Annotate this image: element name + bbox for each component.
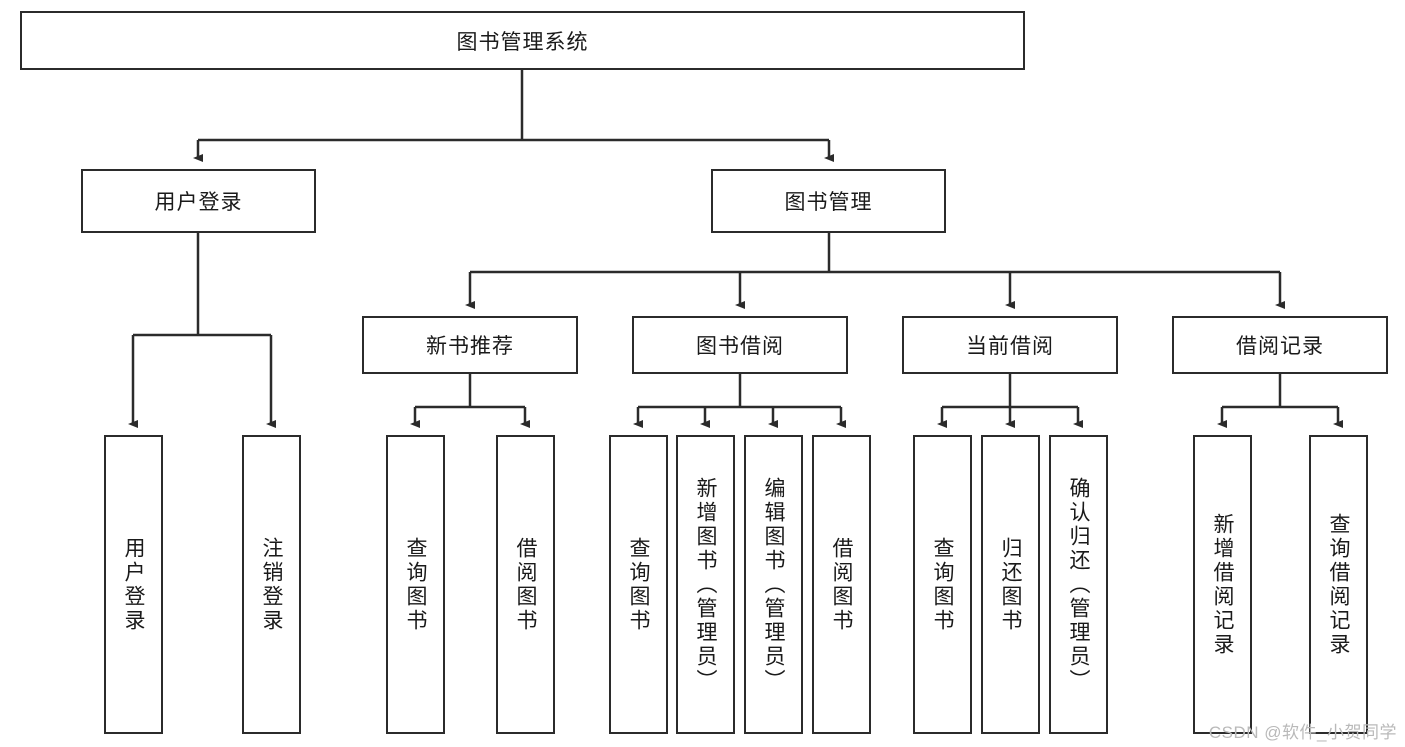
leaf-borrow-book-new[interactable]: 借阅图书 (496, 435, 555, 734)
node-label: 借阅记录 (1236, 335, 1324, 358)
leaf-query-book-new[interactable]: 查询图书 (386, 435, 445, 734)
leaf-borrow-book[interactable]: 借阅图书 (812, 435, 871, 734)
node-label: 用户登录 (154, 191, 243, 214)
node-book-management[interactable]: 图书管理 (711, 169, 946, 233)
node-label: 图书借阅 (696, 335, 784, 358)
node-label: 确认归还（管理员） (1067, 476, 1090, 693)
leaf-query-book-borrowing[interactable]: 查询图书 (609, 435, 668, 734)
node-label: 注销登录 (260, 536, 283, 633)
leaf-logout[interactable]: 注销登录 (242, 435, 301, 734)
leaf-query-borrow-record[interactable]: 查询借阅记录 (1309, 435, 1368, 734)
node-label: 新增图书（管理员） (694, 476, 717, 693)
node-current-borrowing[interactable]: 当前借阅 (902, 316, 1118, 374)
leaf-add-book-admin[interactable]: 新增图书（管理员） (676, 435, 735, 734)
node-borrowing-records[interactable]: 借阅记录 (1172, 316, 1388, 374)
node-label: 借阅图书 (830, 536, 853, 633)
node-label: 借阅图书 (514, 536, 537, 633)
node-book-borrowing[interactable]: 图书借阅 (632, 316, 848, 374)
node-label: 新增借阅记录 (1211, 512, 1234, 657)
node-label: 图书管理系统 (456, 30, 589, 54)
leaf-add-borrow-record[interactable]: 新增借阅记录 (1193, 435, 1252, 734)
leaf-confirm-return-admin[interactable]: 确认归还（管理员） (1049, 435, 1108, 734)
node-label: 图书管理 (784, 191, 873, 214)
node-label: 查询图书 (404, 536, 427, 633)
watermark: CSDN @软件_小贺同学 (1208, 723, 1397, 742)
node-label: 查询图书 (931, 536, 954, 633)
leaf-user-login[interactable]: 用户登录 (104, 435, 163, 734)
node-label: 编辑图书（管理员） (762, 476, 785, 693)
node-label: 查询图书 (627, 536, 650, 633)
leaf-return-book[interactable]: 归还图书 (981, 435, 1040, 734)
node-label: 用户登录 (122, 536, 145, 633)
leaf-edit-book-admin[interactable]: 编辑图书（管理员） (744, 435, 803, 734)
node-user-login[interactable]: 用户登录 (81, 169, 316, 233)
node-new-book-recommendation[interactable]: 新书推荐 (362, 316, 578, 374)
leaf-query-book-current[interactable]: 查询图书 (913, 435, 972, 734)
node-label: 归还图书 (999, 536, 1022, 633)
node-label: 新书推荐 (426, 335, 514, 358)
node-label: 当前借阅 (966, 335, 1054, 358)
node-label: 查询借阅记录 (1327, 512, 1350, 657)
node-root-book-management-system[interactable]: 图书管理系统 (20, 11, 1025, 70)
